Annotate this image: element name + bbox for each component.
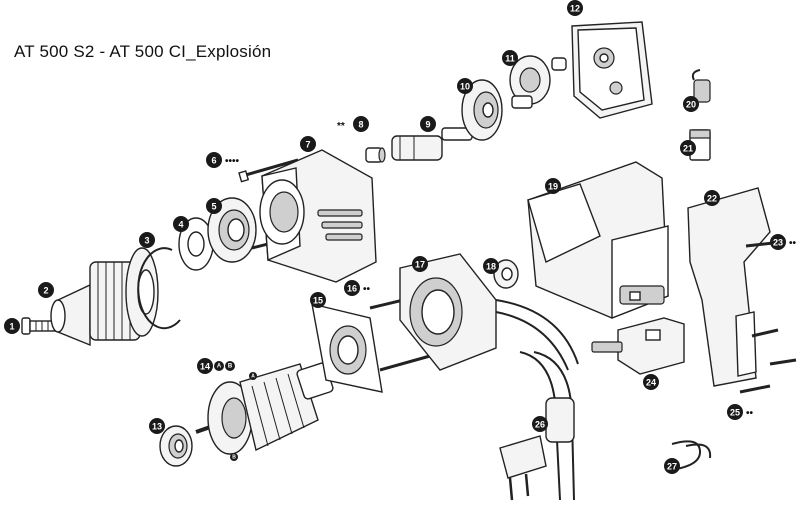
callout-9: 9 (420, 116, 436, 132)
callout-23: 23 (770, 234, 786, 250)
callout-2: 2 (38, 282, 54, 298)
callout-11: 11 (502, 50, 518, 66)
callout-12: 12 (567, 0, 583, 16)
callout-24: 24 (643, 374, 659, 390)
callout-6-marks: •••• (225, 156, 240, 167)
callout-number: 21 (683, 144, 693, 154)
part-18-bearing (493, 259, 519, 289)
callout-number: 25 (730, 408, 740, 418)
part-15-baffle-plate (311, 303, 383, 393)
callout-number: 5 (211, 202, 216, 212)
callout-22: 22 (704, 190, 720, 206)
callout-number: 3 (144, 236, 149, 246)
part-25-screws (739, 328, 797, 394)
part-24-switch (591, 317, 685, 375)
part-22-handle-shell (687, 187, 771, 387)
callout-21: 21 (680, 140, 696, 156)
callout-19: 19 (545, 178, 561, 194)
part-11-pinion-gear (509, 55, 567, 109)
part-5-bearing (207, 197, 257, 263)
callout-number: 22 (707, 194, 717, 204)
armature-marker-label-a: A (251, 374, 255, 380)
callout-number: 16 (347, 284, 357, 294)
callout-26: 26 (532, 416, 548, 432)
svg-text:A: A (217, 364, 222, 370)
callout-number: 19 (548, 182, 558, 192)
callout-27: 27 (664, 458, 680, 474)
part-20-carbon-brush (691, 69, 711, 103)
part-7-gear-housing (259, 149, 377, 283)
callout-16-marks: •• (363, 284, 371, 295)
callout-number: 10 (460, 82, 470, 92)
armature-marker-a (249, 372, 257, 380)
callout-7: 7 (300, 136, 316, 152)
callout-1: 1 (4, 318, 20, 334)
part-14-armature (195, 362, 345, 455)
callout-18: 18 (483, 258, 499, 274)
part-13-bearing (159, 425, 193, 467)
callout-13: 13 (149, 418, 165, 434)
callout-3: 3 (139, 232, 155, 248)
callout-number: 2 (43, 286, 48, 296)
callout-number: 9 (425, 120, 430, 130)
callout-number: 26 (535, 420, 545, 430)
callout-4: 4 (173, 216, 189, 232)
callout-number: 18 (486, 262, 496, 272)
callout-6: 6 (206, 152, 222, 168)
callout-number: 24 (646, 378, 656, 388)
svg-text:B: B (228, 364, 233, 370)
callout-number: 6 (211, 156, 216, 166)
callout-number: 13 (152, 422, 162, 432)
part-12-gear-cover (571, 21, 653, 119)
callout-number: 14 (200, 362, 210, 372)
callout-16: 16 (344, 280, 360, 296)
callout-14-sub-b: B (225, 361, 235, 371)
callout-20: 20 (683, 96, 699, 112)
callout-number: 20 (686, 100, 696, 110)
callout-number: 1 (9, 322, 14, 332)
callout-25: 25 (727, 404, 743, 420)
callout-number: 17 (415, 260, 425, 270)
callout-number: 12 (570, 4, 580, 14)
callout-8: 8 (353, 116, 369, 132)
part-2-drill-chuck (50, 247, 159, 347)
part-17-stator (399, 253, 579, 371)
callout-15: 15 (310, 292, 326, 308)
callout-number: 8 (358, 120, 363, 130)
armature-marker-b (230, 453, 238, 461)
part-4-washer (178, 217, 214, 271)
part-8-sleeve (365, 147, 386, 163)
part-10-gear (461, 79, 503, 141)
part-3-circlip (137, 247, 181, 330)
part-27-cable-clip (669, 440, 712, 471)
callout-8-prefix: ** (337, 121, 345, 132)
callout-number: 15 (313, 296, 323, 306)
callout-17: 17 (412, 256, 428, 272)
callout-5: 5 (206, 198, 222, 214)
callout-number: 11 (505, 54, 515, 64)
callout-10: 10 (457, 78, 473, 94)
callout-14-sub-a: A (214, 361, 224, 371)
callout-number: 4 (178, 220, 183, 230)
callout-number: 23 (773, 238, 783, 248)
part-19-motor-housing (527, 161, 669, 320)
diagram-title: AT 500 S2 - AT 500 CI_Explosión (14, 42, 272, 61)
callout-number: 7 (305, 140, 310, 150)
callout-14: 14 (197, 358, 213, 374)
armature-marker-label-b: B (232, 455, 236, 461)
callout-23-marks: •• (789, 238, 797, 249)
callout-25-marks: •• (746, 408, 754, 419)
part-9-spindle (391, 127, 473, 161)
callout-number: 27 (667, 462, 677, 472)
